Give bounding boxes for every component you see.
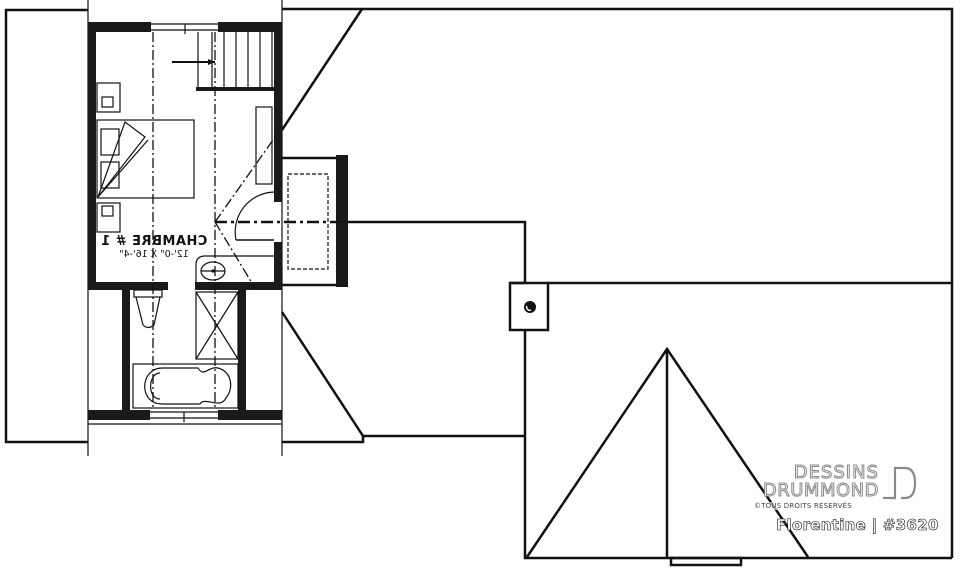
nightstand-icon [96, 202, 121, 233]
nightstand-icon [96, 82, 121, 113]
vent-icon [508, 281, 550, 332]
main-roof-outline [280, 0, 954, 560]
bedroom-walls [88, 22, 348, 290]
plan-name: Florentine | #3620 [776, 516, 939, 535]
brand-line-2: DRUMMOND [762, 480, 879, 502]
brand-logo: DESSINS DRUMMOND ©TOUS DROITS RÉSERVÉS F… [752, 462, 939, 542]
room-name: CHAMBRE # 1 [100, 234, 208, 249]
brand-line-1: DESSINS [793, 462, 879, 484]
bathtub-icon [132, 363, 239, 409]
bed-icon [96, 119, 195, 199]
door-icon [234, 191, 276, 241]
copyright-notice: ©TOUS DROITS RÉSERVÉS [754, 502, 852, 510]
left-roof-outline [4, 0, 89, 456]
bathroom-walls [88, 290, 282, 425]
shower-icon [195, 291, 239, 360]
room-dimensions: 12'-0" X 16'-4" [119, 249, 189, 260]
room-label-chambre-1: CHAMBRE # 1 12'-0" X 16'-4" [96, 234, 212, 260]
stairs-icon [172, 32, 276, 91]
sink-icon [195, 255, 274, 282]
centerlines [152, 32, 347, 410]
shelf-icon [255, 106, 273, 185]
dormer-icon [525, 346, 810, 567]
brand-mark-icon [883, 466, 917, 500]
toilet-icon [133, 289, 163, 329]
